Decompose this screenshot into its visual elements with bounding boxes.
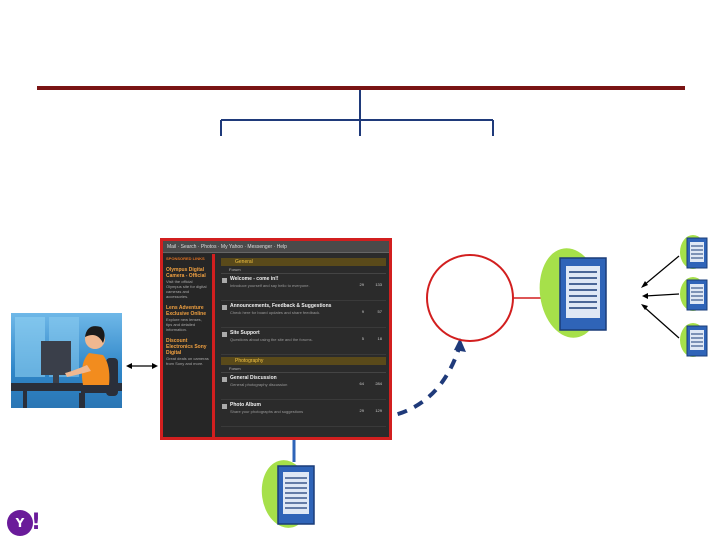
ad-title: Discount Electronics Sony Digital: [166, 338, 209, 356]
yahoo-logo-letter: Y: [7, 510, 33, 536]
topic-posts: 29: [360, 282, 364, 287]
server-fanin-arrows: [641, 256, 679, 338]
small-server-icon: [680, 235, 707, 269]
header-bar: [37, 86, 685, 90]
ad-title: Lens Adventure Exclusive Online: [166, 305, 209, 317]
ad-body: Explore new lenses, tips and detailed in…: [166, 317, 209, 332]
section-header: Photography: [221, 357, 386, 365]
topic-views: 129: [375, 408, 382, 413]
topic-views: 284: [375, 381, 382, 386]
ad-body: Visit the official Olympus site for digi…: [166, 279, 209, 299]
topic-posts: 5: [362, 336, 364, 341]
forum-main: General Forum Welcome - come in!! Introd…: [218, 254, 389, 437]
section-header: General: [221, 258, 386, 266]
column-header: Forum: [221, 266, 386, 274]
bottom-server-icon: [258, 457, 315, 531]
topic-icon: [222, 332, 227, 337]
yahoo-logo-bang: !: [31, 510, 41, 536]
topic-views: 133: [375, 282, 382, 287]
dashed-curve-arrow: [380, 338, 466, 418]
topic-posts: 29: [360, 408, 364, 413]
small-server-icon: [680, 277, 707, 311]
topic-views: 57: [378, 309, 382, 314]
user-forum-arrow: [126, 363, 158, 369]
forum-topic-row[interactable]: Announcements, Feedback & Suggestions Ch…: [221, 301, 386, 328]
ad-item[interactable]: Olympus Digital Camera - Official Visit …: [166, 267, 209, 299]
forum-topic-row[interactable]: Welcome - come in!! Introduce yourself a…: [221, 274, 386, 301]
yahoo-logo: Y !: [7, 510, 43, 536]
forum-menubar: Mail · Search · Photos · My Yahoo · Mess…: [163, 241, 389, 253]
column-header: Forum: [221, 365, 386, 373]
ad-item[interactable]: Lens Adventure Exclusive Online Explore …: [166, 305, 209, 332]
highlight-circle: [426, 254, 514, 342]
forum-screenshot: Mail · Search · Photos · My Yahoo · Mess…: [160, 238, 392, 440]
forum-topic-row[interactable]: Site Support Questions about using the s…: [221, 328, 386, 355]
user-at-computer-image: [11, 313, 122, 408]
sponsored-label: SPONSORED LINKS: [166, 256, 209, 261]
ad-item[interactable]: Discount Electronics Sony Digital Great …: [166, 338, 209, 366]
forum-topic-row[interactable]: Photo Album Share your photographs and s…: [221, 400, 386, 427]
topic-icon: [222, 404, 227, 409]
forum-topic-row[interactable]: General Discussion General photography d…: [221, 373, 386, 400]
sponsored-column: SPONSORED LINKS Olympus Digital Camera -…: [163, 254, 215, 437]
main-server-icon: [534, 244, 606, 341]
topic-views: 18: [378, 336, 382, 341]
topic-icon: [222, 377, 227, 382]
topic-icon: [222, 278, 227, 283]
topic-icon: [222, 305, 227, 310]
small-server-icon: [680, 323, 707, 357]
topic-posts: 9: [362, 309, 364, 314]
ad-body: Great deals on cameras from Sony and mor…: [166, 356, 209, 366]
ad-title: Olympus Digital Camera - Official: [166, 267, 209, 279]
topic-posts: 64: [360, 381, 364, 386]
